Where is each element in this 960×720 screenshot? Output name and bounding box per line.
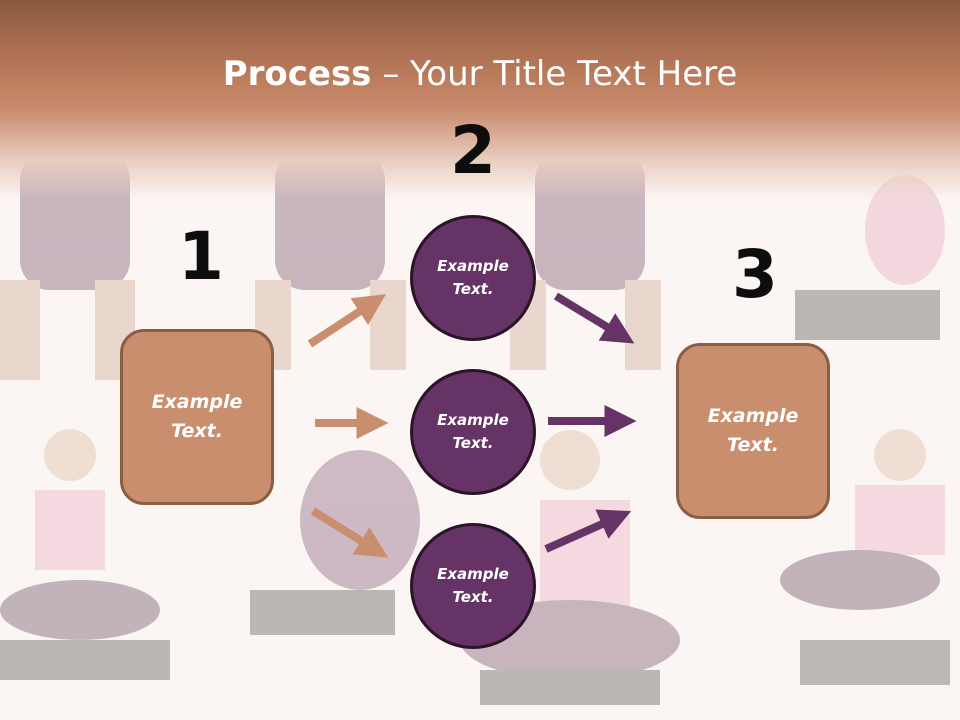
title-bold: Process bbox=[222, 54, 372, 94]
step-number-3: 3 bbox=[732, 236, 778, 313]
slide-title: Process – Your Title Text Here bbox=[0, 50, 960, 98]
step-2-circle-top[interactable]: Example Text. bbox=[410, 215, 536, 341]
step-number-1: 1 bbox=[178, 218, 224, 295]
circle-top-text: Example Text. bbox=[437, 257, 509, 298]
step-number-2: 2 bbox=[450, 112, 496, 189]
circle-middle-text: Example Text. bbox=[437, 411, 509, 452]
step-1-box[interactable]: Example Text. bbox=[120, 329, 274, 505]
step-1-text: Example Text. bbox=[151, 391, 243, 442]
step-2-circle-middle[interactable]: Example Text. bbox=[410, 369, 536, 495]
step-3-text: Example Text. bbox=[707, 405, 799, 456]
circle-bottom-text: Example Text. bbox=[437, 565, 509, 606]
arrow-top-to-3 bbox=[553, 292, 635, 344]
title-band bbox=[0, 0, 960, 200]
arrow-1-to-bottom bbox=[310, 507, 389, 558]
arrow-bottom-to-3 bbox=[544, 509, 632, 553]
arrow-1-to-top bbox=[307, 294, 387, 348]
step-3-box[interactable]: Example Text. bbox=[676, 343, 830, 519]
step-2-circle-bottom[interactable]: Example Text. bbox=[410, 523, 536, 649]
title-rest: – Your Title Text Here bbox=[371, 54, 738, 94]
